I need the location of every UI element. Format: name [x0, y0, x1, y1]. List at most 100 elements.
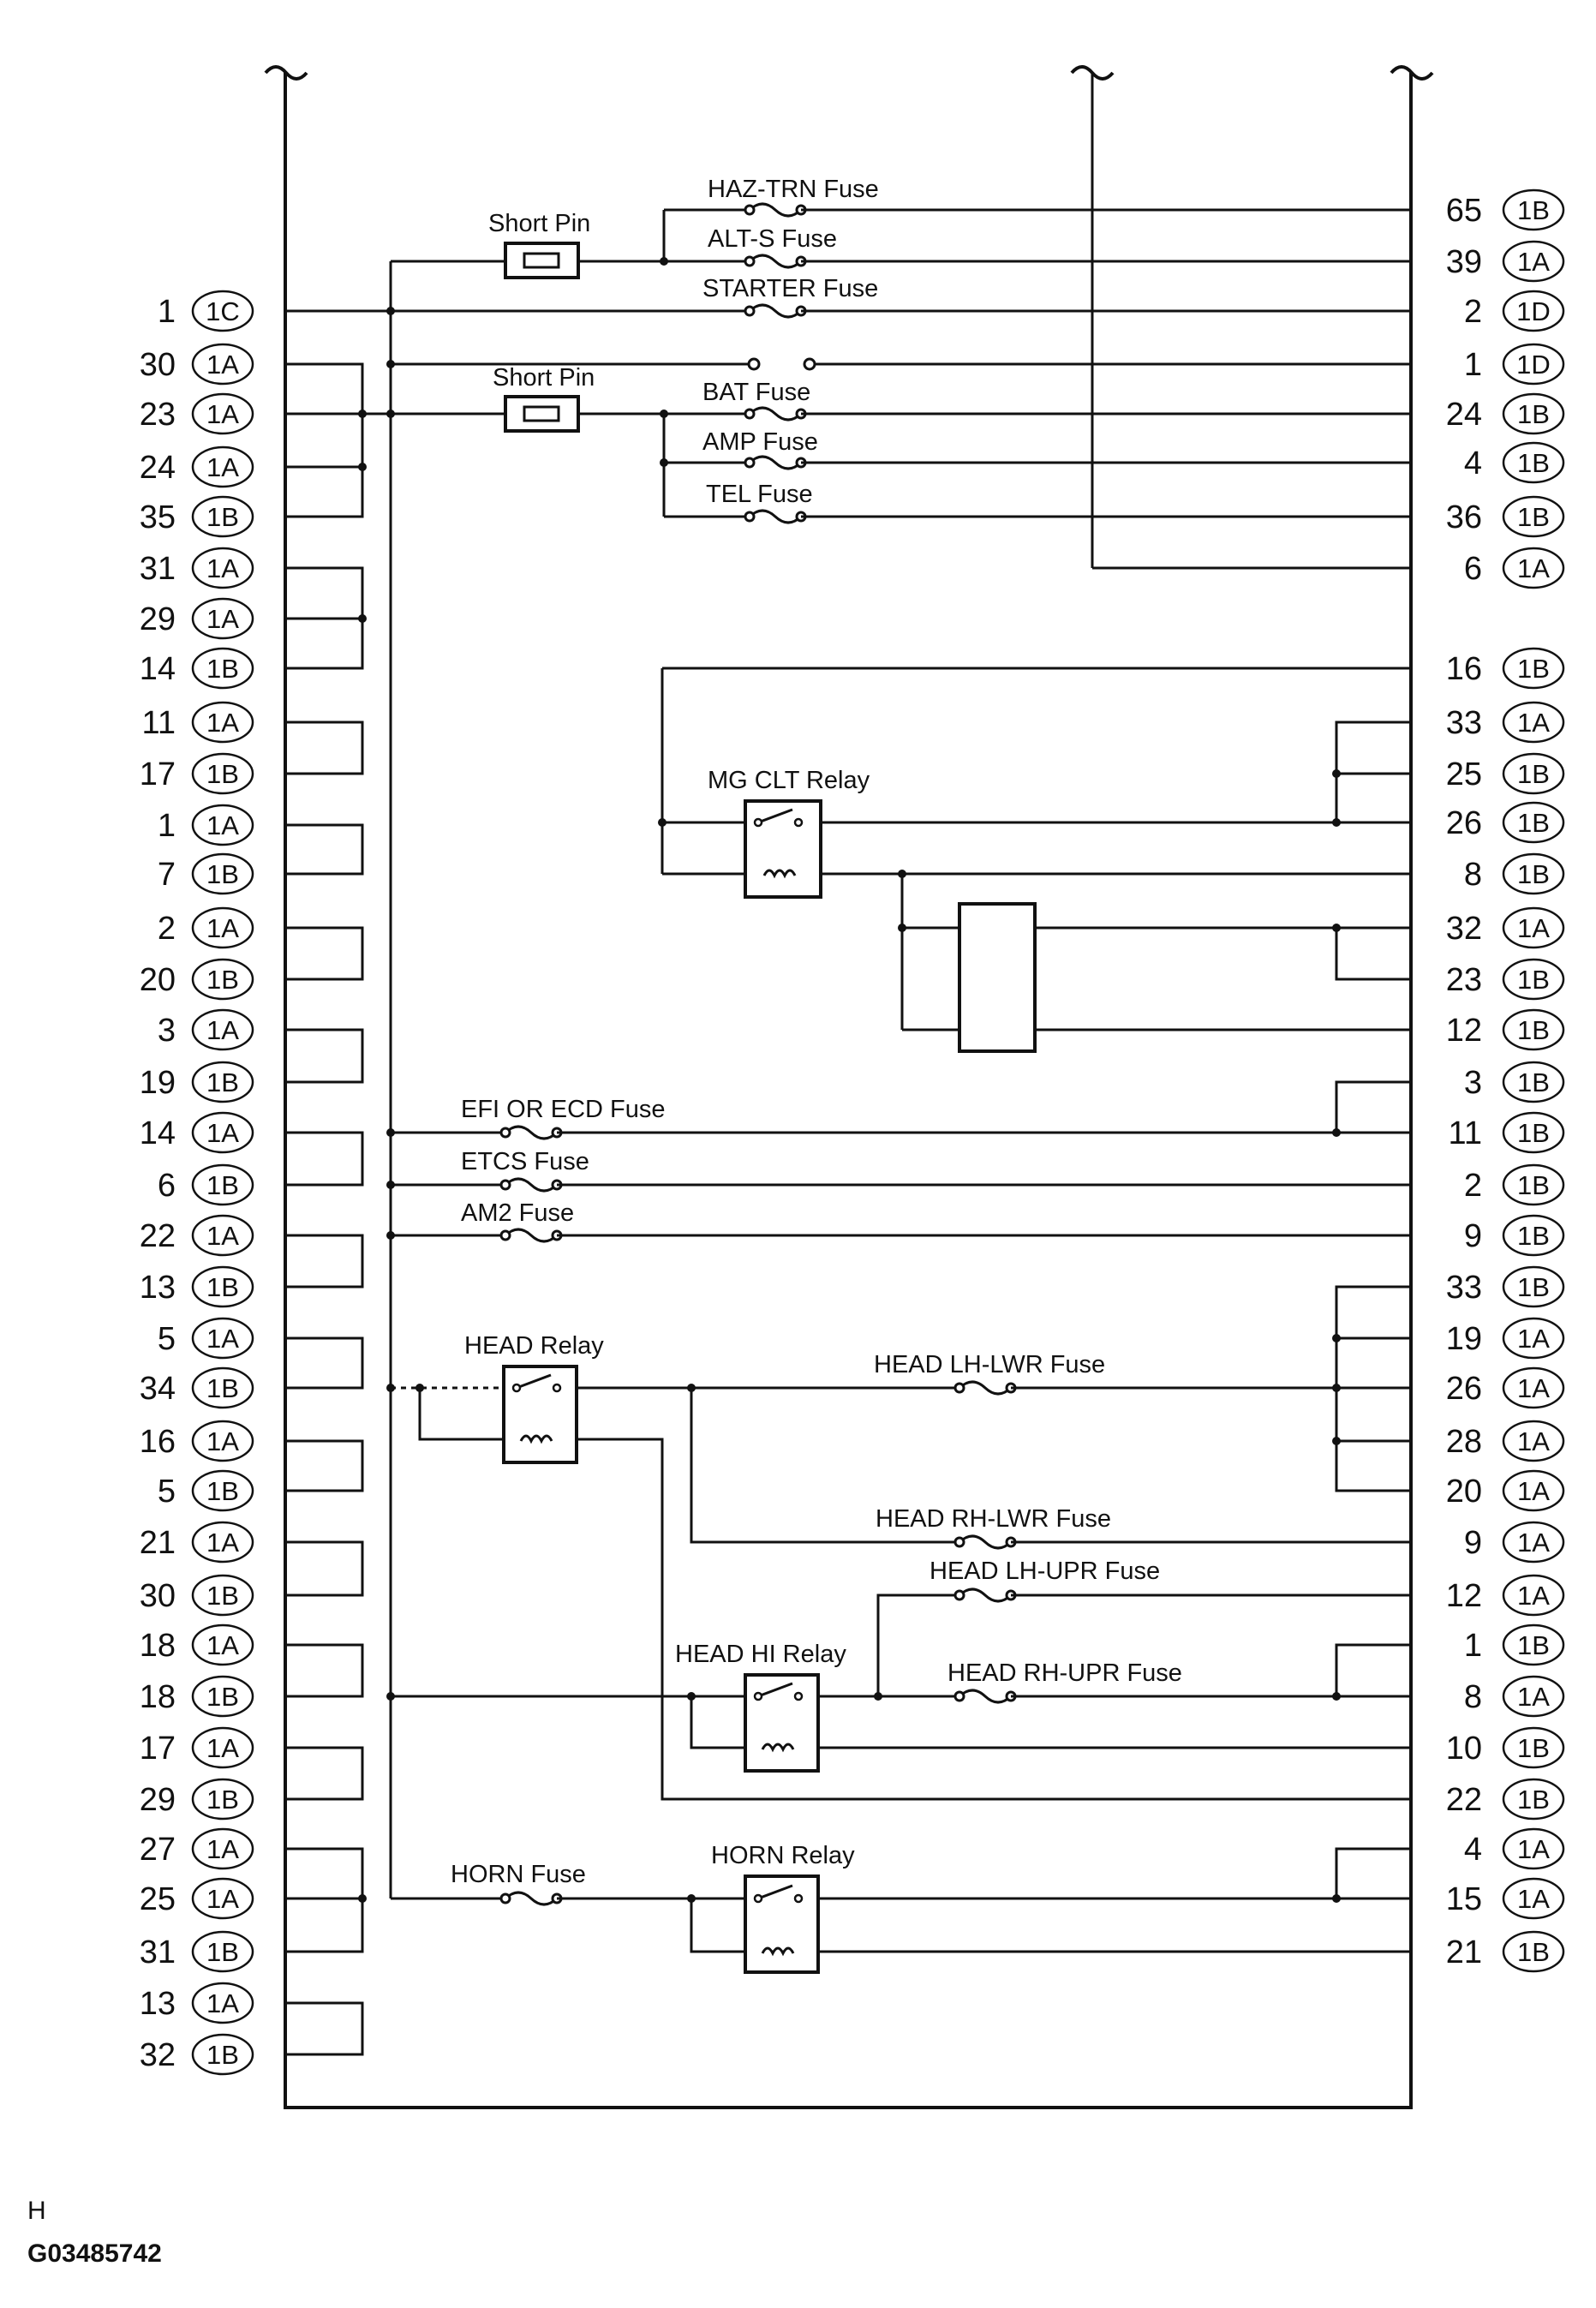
pin-number: 18 — [140, 1679, 176, 1715]
connector-oval — [191, 752, 254, 795]
connector-oval — [191, 958, 254, 1001]
connector-id: 1B — [1517, 502, 1550, 532]
right-pin: 4 1B — [1464, 441, 1565, 484]
connector-id: 1B — [1517, 1785, 1550, 1815]
am2-fuse-label: AM2 Fuse — [461, 1199, 574, 1227]
pin-number: 29 — [140, 1782, 176, 1818]
pin-number: 33 — [1446, 705, 1482, 741]
pin-number: 11 — [142, 705, 176, 741]
connector-oval — [191, 1163, 254, 1206]
power-fuse-section — [285, 202, 1411, 524]
horn-relay — [744, 1875, 820, 1974]
connector-id: 1B — [1517, 1118, 1550, 1148]
connector-id: 1B — [1517, 1015, 1550, 1045]
connector-id: 1B — [206, 1937, 239, 1967]
connector-oval — [191, 1061, 254, 1103]
head-relay — [502, 1365, 578, 1464]
connector-oval — [1502, 441, 1565, 484]
pin-number: 5 — [158, 1474, 176, 1510]
connector-id: 1A — [1517, 553, 1550, 583]
horn-relay-label: HORN Relay — [711, 1842, 855, 1869]
connector-id: 1B — [1517, 1733, 1550, 1763]
connector-oval — [1502, 1265, 1565, 1308]
pin-number: 1 — [158, 294, 176, 330]
head-lh-upr-fuse-label: HEAD LH-UPR Fuse — [930, 1558, 1160, 1585]
connector-id: 1B — [206, 859, 239, 889]
pin-number: 31 — [140, 551, 176, 587]
pin-number: 25 — [140, 1881, 176, 1917]
pin-number: 16 — [140, 1424, 176, 1460]
pin-number: 17 — [140, 756, 176, 792]
pin-number: 6 — [158, 1168, 176, 1204]
left-pin: 16 1A — [140, 1420, 254, 1462]
connector-id: 1B — [1517, 1221, 1550, 1251]
connector-oval — [1502, 1574, 1565, 1617]
pin-number: 27 — [140, 1832, 176, 1868]
connector-id: 1B — [206, 1272, 239, 1302]
internal-bus — [389, 260, 505, 1898]
pin-number: 39 — [1446, 244, 1482, 280]
connector-oval — [191, 701, 254, 744]
connector-oval — [191, 1420, 254, 1462]
head-relay-label: HEAD Relay — [464, 1332, 604, 1360]
pin-number: 22 — [140, 1218, 176, 1254]
connector-id: 1A — [1517, 1324, 1550, 1354]
pin-number: 13 — [140, 1986, 176, 2022]
connector-id: 1A — [1517, 1476, 1550, 1506]
pin-number: 4 — [1464, 445, 1482, 481]
connector-oval — [191, 445, 254, 488]
pin-number: 23 — [1446, 962, 1482, 998]
connector-oval — [1502, 188, 1565, 231]
connector-id: 1B — [206, 2040, 239, 2070]
connector-id: 1A — [206, 1015, 239, 1045]
frame — [264, 65, 1434, 2109]
connector-id: 1B — [1517, 965, 1550, 995]
pin-number: 3 — [158, 1013, 176, 1049]
connector-oval — [1502, 392, 1565, 435]
connector-oval — [191, 1827, 254, 1870]
connector-oval — [1502, 647, 1565, 690]
connector-oval — [1502, 1469, 1565, 1512]
connector-id: 1A — [1517, 1581, 1550, 1611]
connector-id: 1A — [1517, 1373, 1550, 1403]
connector-oval — [1502, 343, 1565, 386]
pin-number: 9 — [1464, 1218, 1482, 1254]
connector-oval — [1502, 1877, 1565, 1920]
head-rh-lwr-fuse-label: HEAD RH-LWR Fuse — [876, 1505, 1111, 1533]
connector-id: 1A — [1517, 1834, 1550, 1864]
connector-id: 1B — [206, 654, 239, 684]
pin-number: 17 — [140, 1731, 176, 1767]
amp-fuse-label: AMP Fuse — [702, 428, 818, 456]
connector-id: 1B — [1517, 859, 1550, 889]
connector-id: 1B — [1517, 1937, 1550, 1967]
connector-oval — [1502, 1675, 1565, 1718]
connector-id: 1A — [206, 1426, 239, 1456]
connector-oval — [191, 495, 254, 538]
connector-id: 1B — [1517, 448, 1550, 478]
